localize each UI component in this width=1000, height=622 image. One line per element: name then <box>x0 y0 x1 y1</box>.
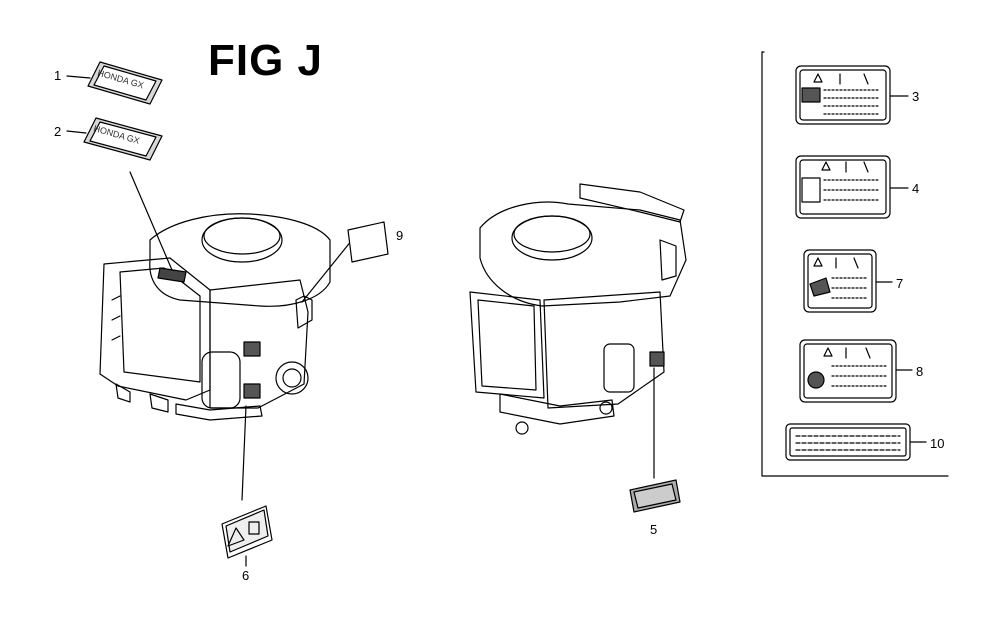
part-4-warning-label <box>795 155 909 219</box>
callout-4: 4 <box>912 181 919 196</box>
part-8-warning-label <box>799 339 913 403</box>
part-9-decal <box>347 221 389 263</box>
part-2-emblem-label: HONDA GX <box>66 117 173 271</box>
callout-9: 9 <box>396 228 403 243</box>
callout-2: 2 <box>54 124 61 139</box>
figure-title: FIG J <box>208 36 324 85</box>
engine-right <box>469 183 687 479</box>
engine-left <box>99 213 353 501</box>
callout-8: 8 <box>916 364 923 379</box>
label-panel <box>761 51 949 477</box>
callout-6: 6 <box>242 568 249 583</box>
callout-10: 10 <box>930 436 944 451</box>
callout-3: 3 <box>912 89 919 104</box>
part-5-decal <box>629 479 681 513</box>
part-1-emblem-label: HONDA GX <box>66 61 163 105</box>
callout-7: 7 <box>896 276 903 291</box>
callout-1: 1 <box>54 68 61 83</box>
part-10-info-label <box>785 423 927 461</box>
callout-5: 5 <box>650 522 657 537</box>
part-3-warning-label <box>795 65 909 125</box>
part-6-label <box>221 505 273 567</box>
part-7-warning-label <box>803 249 893 313</box>
